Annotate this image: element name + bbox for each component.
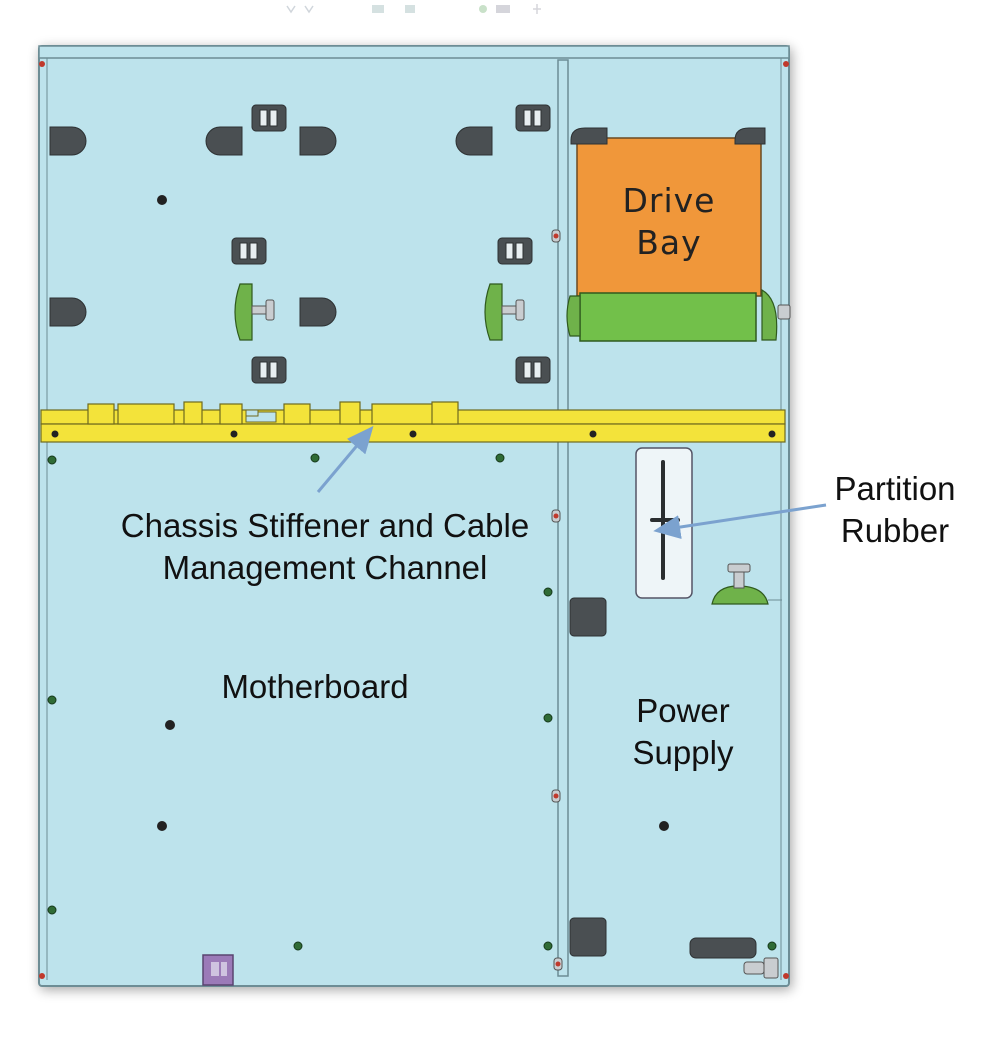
mounting-hole <box>165 720 175 730</box>
psu-vent-upper <box>569 597 607 637</box>
standoff-hole <box>543 713 553 723</box>
latch-slot-slot-b <box>269 109 278 127</box>
edge-clip-dot <box>553 233 559 239</box>
motherboard-label-line1: Motherboard <box>221 668 409 705</box>
stiffener-tab <box>371 403 435 425</box>
stiffener-tab <box>431 401 459 425</box>
drive-tray-thumbscrew <box>777 304 791 320</box>
corner-marker <box>39 61 45 67</box>
standoff-cutout <box>299 297 337 327</box>
standoff-hole <box>543 587 553 597</box>
stiffener-hole <box>51 430 59 438</box>
bottom-connector <box>202 954 234 986</box>
stiffener-notch <box>245 409 259 417</box>
partition-rubber-label-line2: Rubber <box>840 512 950 549</box>
board-bracket-screw-head <box>515 299 525 321</box>
stiffener-hole <box>768 430 776 438</box>
stiffener-label-line1: Chassis Stiffener and Cable <box>120 507 530 544</box>
latch-slot <box>251 356 287 384</box>
psu-rear-thumbscrew <box>743 957 779 979</box>
drive-tray <box>579 292 757 342</box>
latch-slot-slot-b <box>533 361 542 379</box>
latch-slot-slot-b <box>269 361 278 379</box>
latch-slot <box>231 237 267 265</box>
partition-rubber-label: Partition Rubber <box>812 468 978 552</box>
latch-slot-slot-a <box>239 242 248 260</box>
standoff-hole <box>310 453 320 463</box>
standoff-cutout <box>49 126 87 156</box>
psu-slot <box>689 937 757 959</box>
standoff-hole <box>47 695 57 705</box>
standoff-hole <box>495 453 505 463</box>
standoff-hole <box>293 941 303 951</box>
latch-slot-slot-a <box>259 109 268 127</box>
standoff-cutout <box>455 126 493 156</box>
stiffener-hole <box>589 430 597 438</box>
standoff-hole <box>47 905 57 915</box>
board-bracket-screw-head <box>265 299 275 321</box>
stiffener-tab <box>87 403 115 425</box>
stiffener-hole <box>230 430 238 438</box>
stiffener-channel <box>40 401 786 443</box>
edge-clip-dot <box>553 513 559 519</box>
latch-slot <box>515 356 551 384</box>
board-bracket <box>234 283 253 341</box>
latch-slot <box>497 237 533 265</box>
stiffener-tab <box>339 401 361 425</box>
standoff-cutout <box>299 126 337 156</box>
power-supply-label-line1: Power <box>636 692 730 729</box>
latch-slot-slot-b <box>533 109 542 127</box>
stiffener-hole <box>409 430 417 438</box>
corner-marker <box>783 973 789 979</box>
motherboard-label: Motherboard <box>170 666 460 708</box>
drive-bay-label-line2: Bay <box>636 223 702 262</box>
rubber-arrow <box>653 503 827 539</box>
latch-slot <box>515 104 551 132</box>
psu-clamp <box>711 563 782 605</box>
latch-slot-slot-a <box>505 242 514 260</box>
latch-slot-slot-a <box>259 361 268 379</box>
partition-rubber-label-line1: Partition <box>834 470 956 507</box>
standoff-hole <box>543 941 553 951</box>
corner-marker <box>39 973 45 979</box>
stiffener-tab <box>219 403 243 425</box>
psu-vent-lower <box>569 917 607 957</box>
stiffener-label-line2: Management Channel <box>162 549 488 586</box>
edge-clip-dot <box>553 793 559 799</box>
latch-slot-slot-a <box>523 109 532 127</box>
latch-slot <box>251 104 287 132</box>
latch-slot-slot-a <box>523 361 532 379</box>
edge-clip-dot <box>555 961 561 967</box>
standoff-cutout <box>49 297 87 327</box>
mounting-hole <box>157 195 167 205</box>
latch-slot-slot-b <box>515 242 524 260</box>
standoff-cutout <box>205 126 243 156</box>
standoff-hole <box>767 941 777 951</box>
stiffener-label: Chassis Stiffener and Cable Management C… <box>70 505 580 589</box>
mounting-hole <box>157 821 167 831</box>
stiffener-tab <box>283 403 311 425</box>
drive-bay-label: Drive Bay <box>577 180 761 264</box>
power-supply-label-line2: Supply <box>632 734 734 771</box>
drive-bay-label-line1: Drive <box>622 181 716 220</box>
standoff-hole <box>47 455 57 465</box>
stiffener-notch <box>245 411 277 423</box>
toolbar-remnant <box>286 4 541 14</box>
stiffener-arrow <box>316 425 374 493</box>
stiffener-tab <box>183 401 203 425</box>
drive-bay-tabs <box>570 127 766 145</box>
latch-slot-slot-b <box>249 242 258 260</box>
board-bracket <box>484 283 503 341</box>
stiffener-tab <box>117 403 175 425</box>
power-supply-label: Power Supply <box>590 690 776 774</box>
chassis-top-lip <box>38 45 790 59</box>
mounting-hole <box>659 821 669 831</box>
drive-tray-brackets <box>566 288 778 341</box>
corner-marker <box>783 61 789 67</box>
drive-bay <box>576 137 762 297</box>
